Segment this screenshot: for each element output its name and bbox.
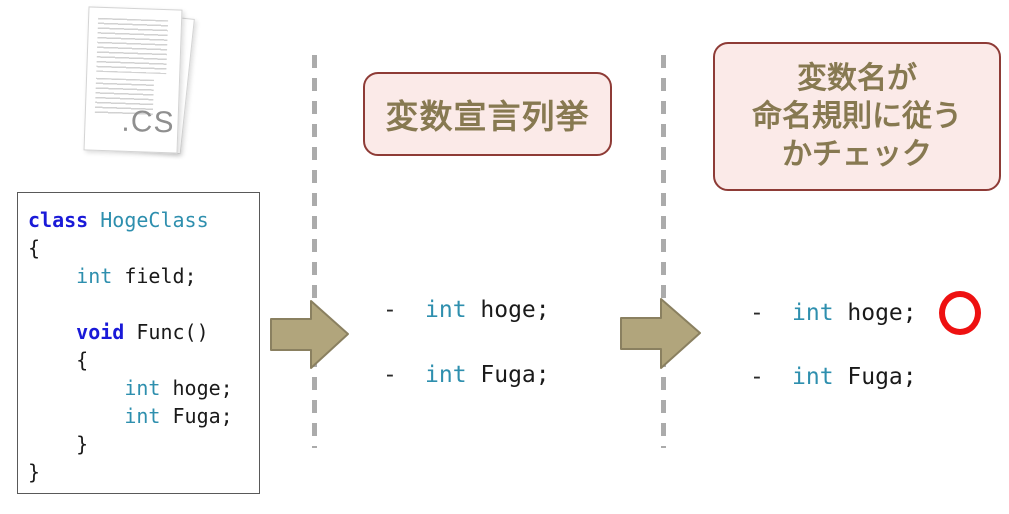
- bullet-dash: -: [383, 297, 397, 323]
- bullet-dash: -: [750, 364, 764, 390]
- source-code-box: class HogeClass { int field; void Func()…: [17, 192, 260, 494]
- list-item: - int Fuga;: [750, 355, 1009, 399]
- step2-title-line: かチェック: [782, 137, 932, 171]
- dashed-divider-left: [312, 55, 317, 448]
- step1-heading-box: 変数宣言列挙: [363, 72, 612, 156]
- step2-title-line: 変数名が: [797, 61, 917, 95]
- source-code: class HogeClass { int field; void Func()…: [28, 208, 233, 484]
- file-extension-label: .CS: [120, 104, 176, 140]
- bullet-dash: -: [383, 362, 397, 388]
- list-item: - int hoge;: [383, 288, 550, 332]
- step2-title-line: 命名規則に従う: [752, 99, 962, 133]
- dashed-divider-right: [661, 55, 666, 448]
- code-text: Fuga;: [466, 362, 550, 388]
- code-keyword: int: [425, 297, 467, 323]
- bullet-dash: -: [750, 300, 764, 326]
- code-text: hoge;: [466, 297, 550, 323]
- list-item: - int hoge;: [750, 291, 981, 335]
- cs-file-icon: .CS: [83, 6, 195, 156]
- code-keyword: int: [792, 364, 834, 390]
- pass-circle-icon: [938, 291, 981, 335]
- code-text: Fuga;: [833, 364, 917, 390]
- code-keyword: int: [792, 300, 834, 326]
- file-text-lines: [96, 17, 169, 75]
- right-arrow-icon: [270, 299, 350, 375]
- list-item: - int Fuga;: [383, 353, 550, 397]
- code-text: hoge;: [833, 300, 917, 326]
- right-arrow-icon: [620, 297, 702, 375]
- fail-cross-icon: [933, 326, 1009, 428]
- code-keyword: int: [425, 362, 467, 388]
- file-page-front: .CS: [83, 6, 183, 154]
- step2-heading-box: 変数名が 命名規則に従う かチェック: [713, 42, 1001, 191]
- step1-title: 変数宣言列挙: [385, 98, 590, 135]
